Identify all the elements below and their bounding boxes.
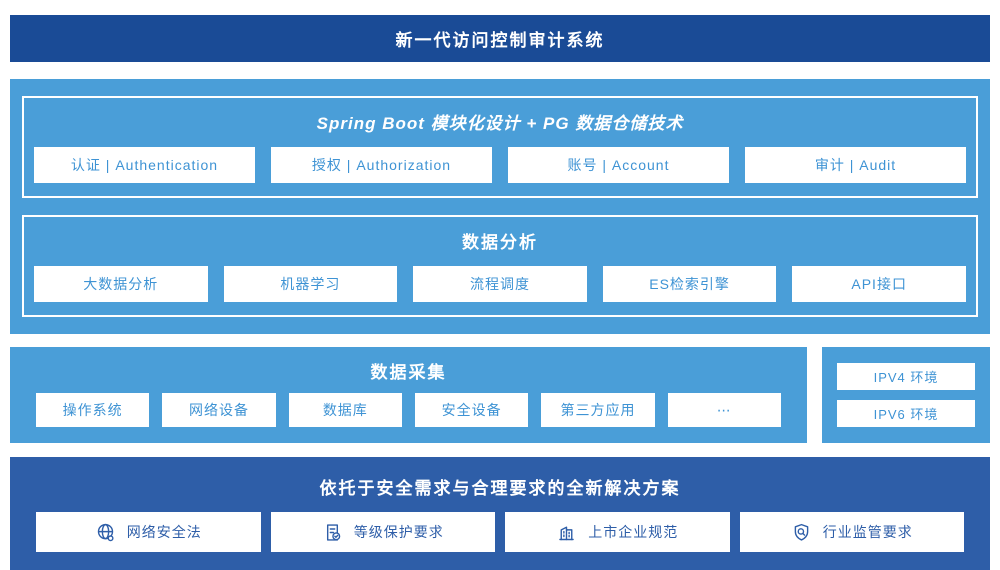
system-title-banner: 新一代访问控制审计系统 — [10, 15, 990, 62]
solution-industry-regulation: 行业监管要求 — [739, 512, 964, 552]
analysis-module-row: 大数据分析 机器学习 流程调度 ES检索引擎 API接口 — [34, 266, 966, 302]
solution-listed-company: 上市企业规范 — [505, 512, 730, 552]
document-check-icon — [322, 522, 343, 543]
solution-layer: 依托于安全需求与合理要求的全新解决方案 网络安全法 — [10, 457, 990, 570]
solution-network-security-law: 网络安全法 — [36, 512, 261, 552]
module-audit: 审计 | Audit — [745, 147, 966, 183]
ipv4-environment: IPV4 环境 — [837, 363, 975, 390]
module-machine-learning: 机器学习 — [223, 266, 398, 302]
shield-search-icon — [791, 522, 812, 543]
source-more-ellipsis: ⋯ — [667, 393, 781, 427]
module-bigdata-analysis: 大数据分析 — [34, 266, 208, 302]
globe-icon — [95, 522, 116, 543]
system-title: 新一代访问控制审计系统 — [395, 31, 605, 50]
spring-boot-title: Spring Boot 模块化设计 + PG 数据仓储技术 — [316, 114, 684, 133]
spring-module-row: 认证 | Authentication 授权 | Authorization 账… — [34, 147, 966, 183]
building-icon — [556, 522, 577, 543]
network-environment-panel: IPV4 环境 IPV6 环境 — [822, 347, 990, 443]
module-account: 账号 | Account — [508, 147, 729, 183]
architecture-diagram: 新一代访问控制审计系统 Spring Boot 模块化设计 + PG 数据仓储技… — [10, 15, 990, 570]
module-api-interface: API接口 — [792, 266, 966, 302]
solution-item-label: 等级保护要求 — [353, 524, 444, 540]
data-analysis-title: 数据分析 — [462, 233, 538, 252]
solution-title: 依托于安全需求与合理要求的全新解决方案 — [319, 479, 681, 498]
module-process-scheduling: 流程调度 — [413, 266, 587, 302]
source-third-party-app: 第三方应用 — [541, 393, 655, 427]
collection-source-row: 操作系统 网络设备 数据库 安全设备 第三方应用 ⋯ — [36, 393, 781, 427]
solution-item-label: 上市企业规范 — [588, 524, 679, 540]
module-authorization: 授权 | Authorization — [271, 147, 492, 183]
data-collection-title: 数据采集 — [370, 363, 447, 382]
source-database: 数据库 — [288, 393, 402, 427]
ipv6-environment: IPV6 环境 — [837, 400, 975, 427]
source-network-device: 网络设备 — [162, 393, 276, 427]
spring-boot-box: Spring Boot 模块化设计 + PG 数据仓储技术 认证 | Authe… — [22, 96, 978, 198]
platform-layer: Spring Boot 模块化设计 + PG 数据仓储技术 认证 | Authe… — [10, 79, 990, 334]
source-security-device: 安全设备 — [414, 393, 529, 427]
data-analysis-box: 数据分析 大数据分析 机器学习 流程调度 ES检索引擎 API接口 — [22, 215, 978, 317]
collection-row: 数据采集 操作系统 网络设备 数据库 安全设备 第三方应用 ⋯ IPV4 环境 … — [10, 347, 990, 443]
solution-item-label: 行业监管要求 — [822, 524, 913, 540]
source-operating-system: 操作系统 — [36, 393, 150, 427]
solution-classified-protection: 等级保护要求 — [270, 512, 495, 552]
solution-item-label: 网络安全法 — [126, 524, 202, 540]
module-es-search-engine: ES检索引擎 — [602, 266, 777, 302]
data-collection-layer: 数据采集 操作系统 网络设备 数据库 安全设备 第三方应用 ⋯ — [10, 347, 807, 443]
module-authentication: 认证 | Authentication — [34, 147, 255, 183]
solution-item-row: 网络安全法 等级保护要求 — [36, 512, 964, 552]
